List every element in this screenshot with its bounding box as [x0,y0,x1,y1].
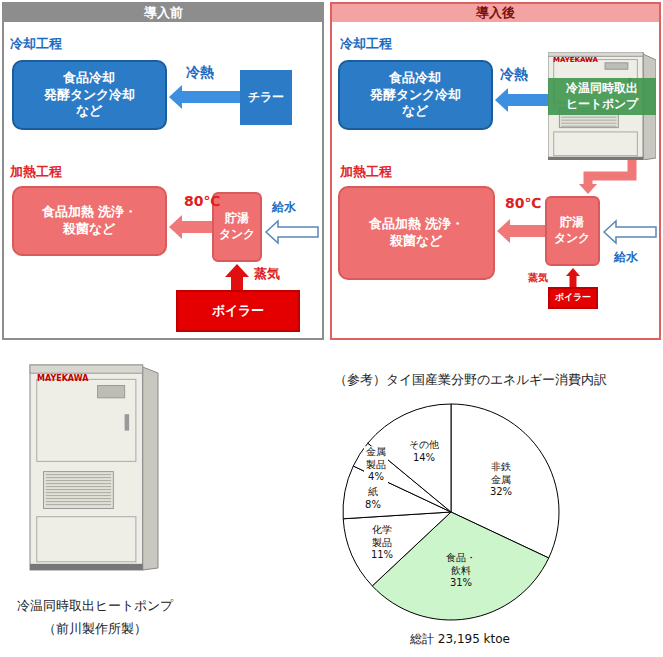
slice-label: 金属 製品 4% [364,446,388,484]
box-text: 食品冷却 発酵タンク冷却 など [366,70,465,121]
unit-display [98,386,125,398]
unit-lower-panel [554,132,638,156]
unit-side [143,367,158,570]
section-label: 加熱工程 [340,164,392,180]
heat-pump-unit: 冷温同時取出 ヒートポンプ [548,52,656,160]
edge-label: 80℃ [505,195,541,213]
slice-label: 化学 製品 11% [369,524,395,562]
chart-total: 総計 23,195 ktoe [410,632,510,647]
boiler-box: ボイラー [548,287,598,309]
edge-label: 蒸気 [254,266,280,282]
chiller-box: チラー [240,70,292,125]
heat-pump-photo [30,365,158,570]
slice-label: 食品・ 飲料 31% [445,552,477,590]
unit-roof [30,365,143,373]
process-box: 食品冷却 発酵タンク冷却 など [12,60,167,130]
brand-mark: MAYEKAWA [553,56,598,65]
box-text: 食品冷却 発酵タンク冷却 など [40,70,139,121]
grille-slat [561,117,616,118]
heat-pump-label: 冷温同時取出 ヒートポンプ [548,78,656,115]
slice-label: その他 14% [408,439,440,464]
section-label: 加熱工程 [10,164,62,180]
process-box: 食品加熱 洗浄・殺菌など [338,186,495,280]
box-text: 貯湯 タンク [218,211,256,242]
flow-label: 給水 [272,200,296,215]
unit-door [37,379,136,461]
flow-arrow [182,91,240,103]
box-text: 食品加熱 洗浄・殺菌など [367,216,466,250]
grille-slat [561,120,616,121]
flow-arrow [182,221,212,233]
pie-slice [343,512,451,586]
section-label: 冷却工程 [10,36,62,52]
grille-slat [46,483,111,484]
unit-base [30,564,143,570]
grille-slat [46,498,111,499]
edge-label: 80℃ [184,193,220,211]
slice-label: 非鉄 金属 32% [488,461,514,499]
flow-arrow [508,94,548,106]
water-inlet-arrow [604,221,656,243]
unit-handle [125,414,130,430]
edge-label: 蒸気 [528,272,548,285]
grille-slat [46,477,111,478]
grille-slat [46,480,111,481]
panel-header: 導入後 [332,4,659,22]
edge-label: 冷熱 [186,64,214,82]
flow-arrow [510,225,545,237]
grille-slat [46,504,111,505]
process-box: 食品加熱 洗浄・殺菌など [12,186,167,256]
pie-chart [343,404,559,620]
process-box: 食品冷却 発酵タンク冷却 など [338,60,493,130]
grille-slat [46,495,111,496]
unit-lower-panel [37,517,136,562]
tank-box: 貯湯 タンク [545,196,600,266]
box-text: チラー [248,90,284,106]
photo-caption: 冷温同時取出ヒートポンプ （前川製作所製） [11,594,180,641]
unit-display [605,63,628,69]
unit-roof [548,52,643,56]
grille-slat [46,501,111,502]
unit-base [548,157,643,160]
edge-label: 冷熱 [500,66,528,84]
flow-label: 給水 [614,250,638,265]
boiler-box: ボイラー [176,290,300,332]
slice-label: 紙 8% [363,486,383,511]
grille-slat [46,486,111,487]
box-text: 食品加熱 洗浄・殺菌など [40,204,139,238]
flow-arrow [588,160,632,184]
box-text: ボイラー [555,293,591,303]
chart-title: （参考）タイ国産業分野のエネルギー消費内訳 [334,372,607,388]
grille-slat [561,126,616,127]
brand-mark: MAYEKAWA [37,374,88,384]
grille-slat [561,123,616,124]
box-text: ボイラー [212,303,264,320]
panel-header: 導入前 [4,4,322,22]
water-inlet-arrow [266,221,318,243]
flow-arrow [570,276,577,287]
unit-grille [44,472,114,509]
grille-slat [46,474,111,475]
unit-front [30,365,143,570]
flow-arrow [231,277,243,290]
box-text: 貯湯 タンク [553,215,591,246]
section-label: 冷却工程 [340,36,392,52]
grille-slat [46,492,111,493]
grille-slat [46,489,111,490]
